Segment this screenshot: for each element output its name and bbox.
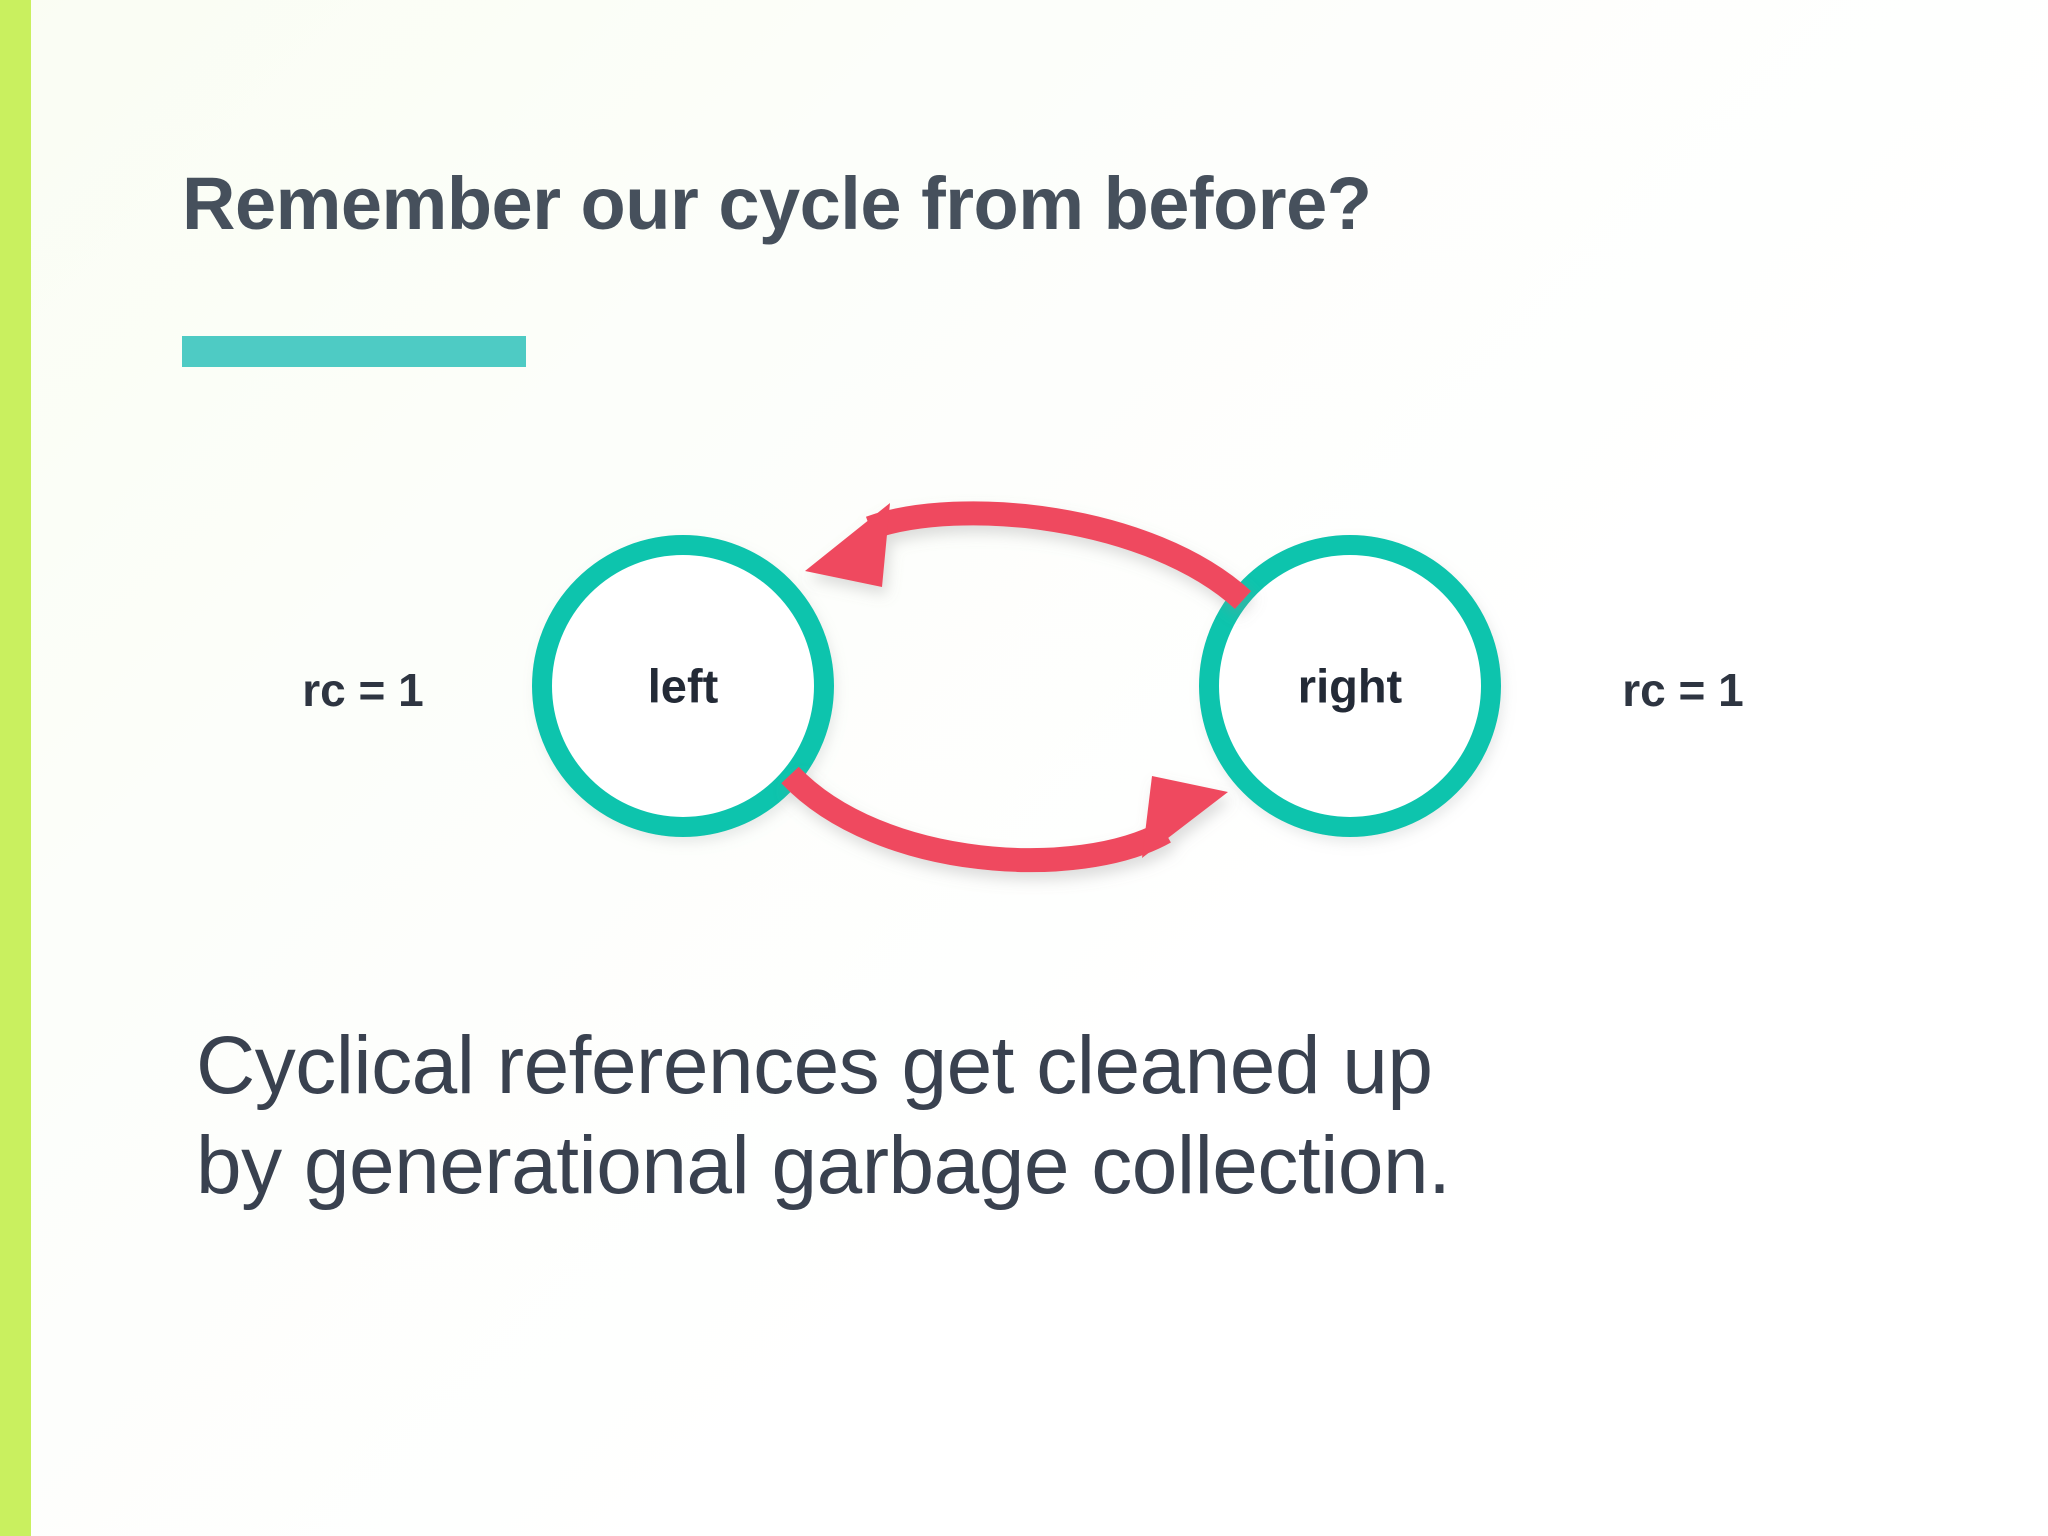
cycle-diagram-svg — [532, 501, 1501, 873]
left-accent-bar — [0, 0, 31, 1536]
title-underline-rule — [182, 336, 526, 367]
slide-caption: Cyclical references get cleaned up by ge… — [196, 1016, 1451, 1216]
node-circle-left[interactable] — [532, 535, 834, 837]
refcount-label-right: rc = 1 — [1622, 664, 1744, 716]
page-title: Remember our cycle from before? — [182, 162, 1372, 245]
edge-arrow-left-to-right — [781, 766, 1228, 873]
cycle-diagram: left right rc = 1 rc = 1 — [0, 440, 2048, 880]
edge-arrow-right-to-left — [805, 501, 1252, 609]
caption-line-2: by generational garbage collection. — [196, 1120, 1451, 1212]
caption-line-1: Cyclical references get cleaned up — [196, 1020, 1433, 1111]
node-label-left: left — [647, 659, 719, 713]
node-circle-right[interactable] — [1199, 535, 1501, 837]
node-label-right: right — [1297, 659, 1403, 713]
refcount-label-left: rc = 1 — [302, 664, 424, 716]
